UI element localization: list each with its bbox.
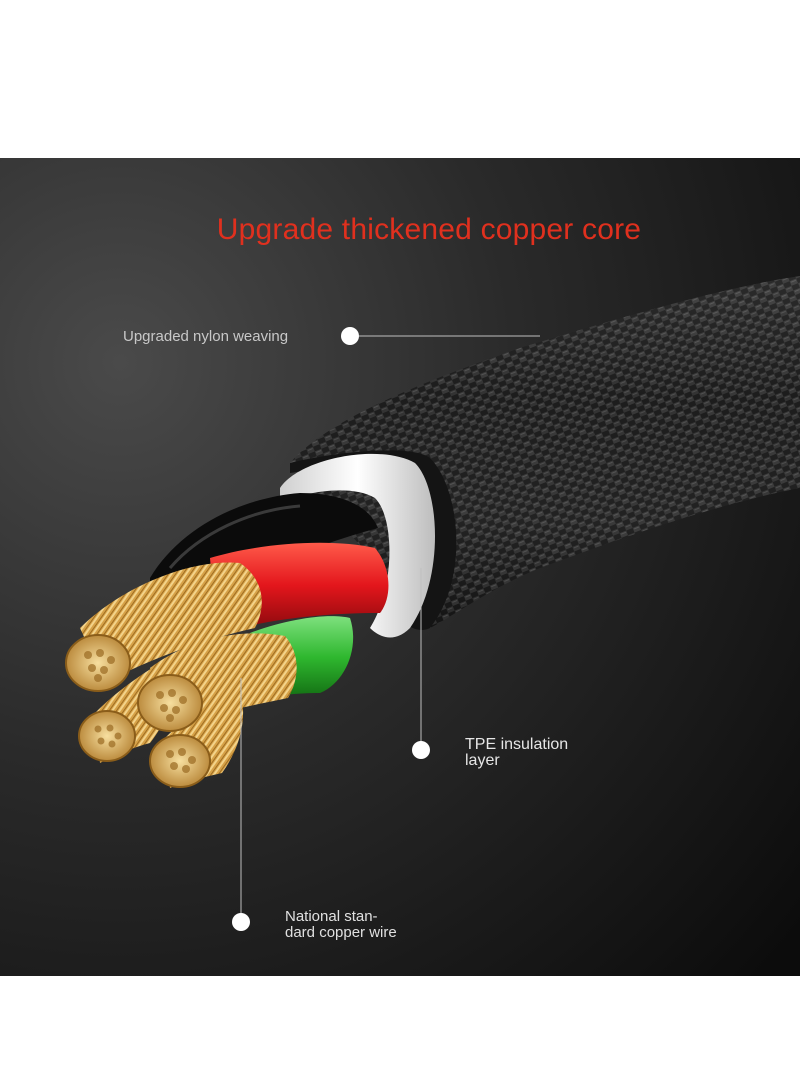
leader-nylon xyxy=(341,327,540,345)
callout-copper-line2: dard copper wire xyxy=(285,924,397,941)
callout-tpe-line2: layer xyxy=(465,752,500,769)
callout-tpe-insulation: TPE insulation layer xyxy=(465,737,568,769)
callout-tpe-line1: TPE insulation xyxy=(465,736,569,753)
cable-illustration xyxy=(0,158,800,976)
callout-nylon-weaving: Upgraded nylon weaving xyxy=(123,328,289,345)
callout-copper-wire: National stan- dard copper wire xyxy=(285,909,397,941)
product-panel: Upgrade thickened copper core Upgraded n… xyxy=(0,158,800,976)
headline: Upgrade thickened copper core xyxy=(216,213,642,246)
leader-copper xyxy=(232,678,250,931)
callout-copper-line1: National stan- xyxy=(285,908,378,925)
leader-tpe xyxy=(412,568,430,759)
copper-strand-ends xyxy=(65,634,211,788)
